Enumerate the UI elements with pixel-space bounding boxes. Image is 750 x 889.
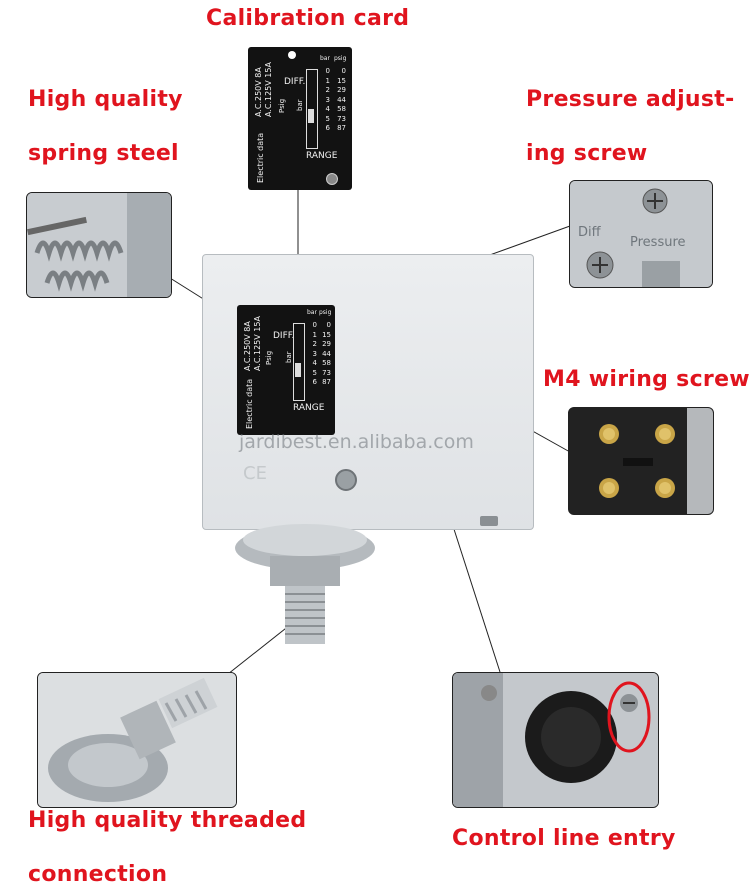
m4-wiring-screw-photo: [568, 407, 714, 515]
label-threaded-connection-line2: connection: [28, 862, 168, 887]
device-housing: A.C.250V 8A A.C.125V 15A Electric data D…: [202, 254, 534, 530]
calibration-card-image: A.C.250V 8A A.C.125V 15A Electric data D…: [248, 47, 352, 190]
card-screw-icon: [326, 173, 338, 185]
label-spring-steel-line2: spring steel: [28, 141, 179, 166]
ce-mark: CE: [243, 463, 267, 484]
label-m4-wiring-screw: M4 wiring screw: [543, 367, 750, 392]
card-slot: [306, 69, 318, 149]
diff-text: Diff: [578, 225, 601, 240]
grommet-icon: [453, 673, 658, 807]
watermark: jardibest.en.alibaba.com: [239, 431, 474, 453]
label-pressure-screw-line2: ing screw: [526, 141, 648, 166]
device-card-header-bar: bar: [307, 309, 317, 316]
card-header-bar: bar: [320, 55, 330, 62]
pressure-screw-photo: Diff Pressure: [569, 180, 713, 288]
card-diff: DIFF.: [284, 77, 306, 87]
label-pressure-screw-line1: Pressure adjust-: [526, 87, 735, 112]
device-card-diff: DIFF.: [273, 331, 295, 341]
threaded-connection-photo: [37, 672, 237, 808]
threaded-fitting-icon: [38, 673, 236, 807]
device-card-slider: [295, 363, 301, 377]
card-hole-icon: [288, 51, 296, 59]
label-control-line-entry: Control line entry: [452, 826, 676, 851]
wiring-screw-icon: [569, 408, 713, 514]
label-threaded-connection-line1: High quality threaded: [28, 808, 307, 833]
device-calibration-card: A.C.250V 8A A.C.125V 15A Electric data D…: [237, 305, 335, 435]
device-card-slot: [293, 323, 305, 401]
bottom-screw-icon: [480, 516, 498, 526]
label-calibration-card: Calibration card: [206, 6, 410, 31]
card-header-psig: psig: [334, 55, 347, 62]
adjusting-screw-icon: [570, 181, 712, 287]
spring-steel-photo: [26, 192, 172, 298]
control-line-entry-photo: [452, 672, 659, 808]
spring-icon: [27, 193, 171, 297]
card-slider: [308, 109, 314, 123]
highlight-circle-icon: [607, 681, 651, 753]
pressure-text: Pressure: [630, 235, 686, 250]
device-card-range: RANGE: [293, 403, 325, 413]
device-card-header-psig: psig: [319, 309, 332, 316]
label-spring-steel-line1: High quality: [28, 87, 183, 112]
cover-screw-icon: [335, 469, 357, 491]
card-range: RANGE: [306, 151, 338, 161]
